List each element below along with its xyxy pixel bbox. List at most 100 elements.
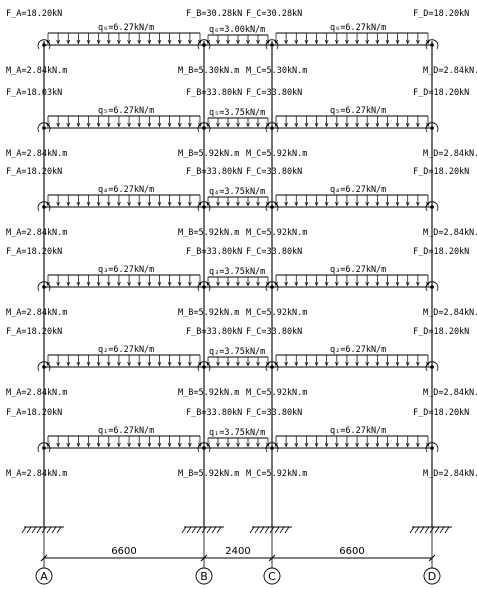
node-B (202, 43, 206, 47)
load-arrow-head (106, 122, 111, 128)
nodal-force-D: F_D=18.20kN (413, 167, 469, 177)
support-hatch (274, 526, 280, 534)
load-arrow-head (284, 361, 288, 367)
load-label-side-left: q₂=6.27kN/m (98, 345, 154, 355)
nodal-force-B: F_B=33.80kN (186, 247, 242, 257)
nodal-moment-A: M_A=2.84kN.m (6, 228, 67, 238)
load-arrow-head (334, 201, 339, 207)
node-C (270, 446, 274, 450)
nodal-moment-C: M_C=5.92kN.m (246, 469, 307, 479)
load-arrow-head (304, 122, 309, 128)
dimension-tick (428, 554, 436, 562)
node-B (202, 205, 206, 209)
load-arrow-head (294, 122, 299, 128)
load-arrow-head (355, 39, 359, 45)
load-arrow-head (216, 361, 220, 367)
load-arrow-head (66, 201, 71, 207)
load-arrow-head (274, 281, 278, 287)
distributed-load-3 (274, 115, 430, 128)
nodal-force-A: F_A=18.20kN (6, 327, 62, 337)
support-hatch (424, 526, 430, 534)
load-arrow-head (96, 361, 101, 367)
load-arrow-head (355, 442, 359, 448)
load-arrow-head (375, 361, 380, 367)
load-arrow-head (147, 361, 152, 367)
load-arrow-head (345, 442, 349, 448)
load-arrow-head (236, 39, 240, 45)
load-arrow-head (226, 281, 230, 287)
load-arrow-head (256, 361, 260, 367)
load-arrow-head (284, 281, 288, 287)
load-arrow-head (206, 201, 210, 207)
load-arrow-head (256, 122, 260, 128)
load-arrow-head (294, 281, 299, 287)
dimension-tick (40, 554, 48, 562)
span-dimension-2: 2400 (225, 546, 250, 557)
load-arrow-head (46, 281, 50, 287)
load-arrow-head (96, 281, 101, 287)
load-arrow-head (76, 442, 81, 448)
load-arrow-head (375, 281, 380, 287)
distributed-load-2 (206, 117, 270, 128)
load-label-side-right: q₄=6.27kN/m (330, 185, 386, 195)
nodal-force-B: F_B=33.80kN (186, 408, 242, 418)
node-A (42, 446, 46, 450)
moment-arc-A (37, 122, 51, 133)
nodal-moment-D: M_D=2.84kN.m (423, 469, 477, 479)
load-arrow-head (46, 122, 50, 128)
load-arrow-head (266, 361, 270, 367)
nodal-moment-C: M_C=5.92kN.m (246, 228, 307, 238)
load-arrow-head (246, 361, 250, 367)
load-arrow-head (266, 201, 270, 207)
load-arrow-head (127, 201, 131, 207)
load-arrow-head (167, 39, 172, 45)
nodal-force-B: F_B=33.80kN (186, 88, 242, 98)
axis-circle (35, 567, 53, 585)
moment-arc-D (425, 442, 439, 453)
load-arrow-head (177, 201, 182, 207)
moment-arc-A (37, 201, 51, 212)
load-label-side-left: q₆=6.27kN/m (98, 23, 154, 33)
load-arrow-head (416, 361, 420, 367)
moment-arc-C (265, 361, 279, 372)
load-arrow-head (375, 39, 380, 45)
load-arrow-head (56, 361, 60, 367)
load-arrow-head (117, 122, 121, 128)
load-arrow-head (66, 442, 71, 448)
nodal-force-C: F_C=33.80kN (246, 327, 302, 337)
load-label-side-left: q₄=6.27kN/m (98, 185, 154, 195)
load-arrow-head (157, 122, 162, 128)
load-arrow-head (167, 361, 172, 367)
load-arrow-head (96, 442, 101, 448)
load-arrow-head (106, 281, 111, 287)
load-arrow-head (385, 442, 390, 448)
nodal-moment-B: M_B=5.92kN.m (178, 469, 239, 479)
fixed-support-A (21, 526, 64, 534)
dimension-tick (200, 554, 208, 562)
support-hatch (409, 526, 415, 534)
load-label-side-right: q₂=6.27kN/m (330, 345, 386, 355)
load-arrow-head (106, 361, 111, 367)
load-arrow-head (375, 442, 380, 448)
load-arrow-head (137, 39, 142, 45)
load-arrow-head (274, 442, 278, 448)
load-arrow-head (226, 122, 230, 128)
node-B (202, 285, 206, 289)
load-arrow-head (198, 361, 202, 367)
axis-label: B (200, 570, 208, 583)
distributed-load-3 (274, 354, 430, 367)
load-arrow-head (334, 281, 339, 287)
nodal-moment-C: M_C=5.92kN.m (246, 308, 307, 318)
nodal-force-D: F_D=18.20kN (413, 247, 469, 257)
load-label-middle: q₁=3.75kN/m (209, 428, 265, 438)
axis-label: C (268, 570, 276, 583)
load-arrow-head (177, 122, 182, 128)
load-arrow-head (137, 122, 142, 128)
nodal-force-D: F_D=18.20kN (413, 327, 469, 337)
load-arrow-head (157, 39, 162, 45)
load-arrow-head (137, 281, 142, 287)
load-arrow-head (236, 201, 240, 207)
load-arrow-head (385, 361, 390, 367)
load-label-side-left: q₁=6.27kN/m (98, 426, 154, 436)
load-arrow-head (137, 361, 142, 367)
